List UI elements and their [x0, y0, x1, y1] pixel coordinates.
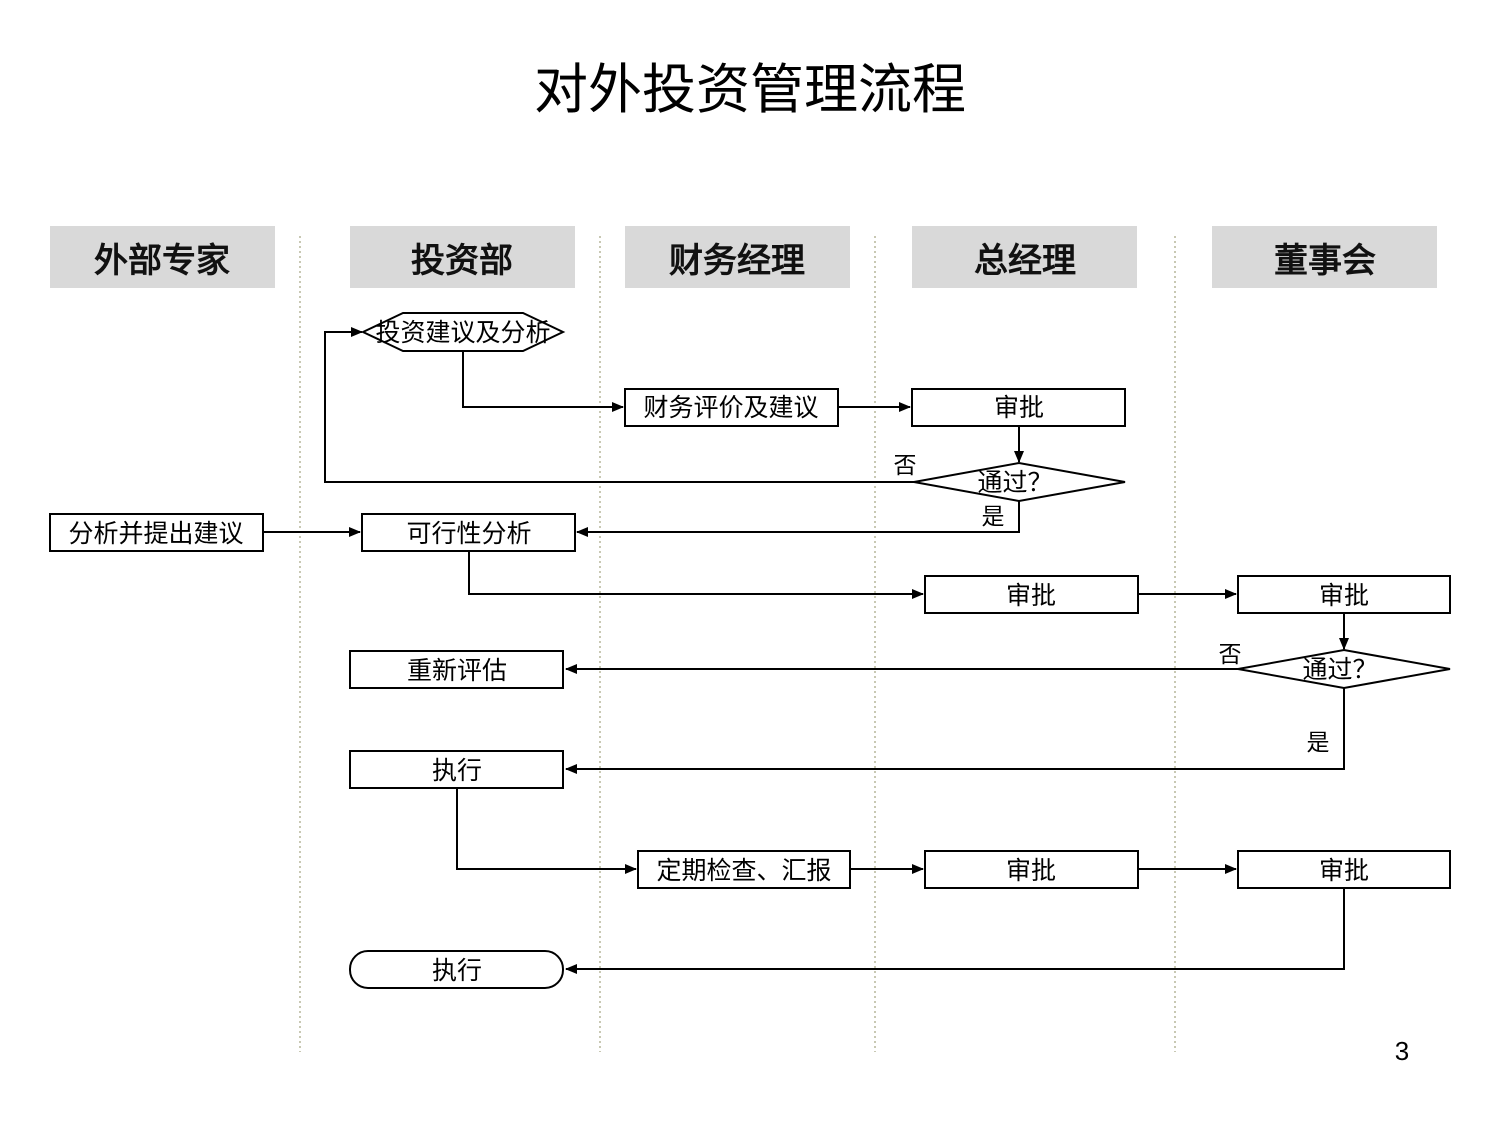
lane-label: 投资部 — [411, 241, 513, 281]
node-reevaluate: 重新评估 — [349, 650, 564, 689]
connectors — [263, 327, 1349, 974]
edge-decision2-yes — [565, 688, 1345, 774]
node-finance-evaluation: 财务评价及建议 — [624, 388, 839, 427]
lane-header-board: 董事会 — [1212, 226, 1437, 288]
node-feasibility-analysis: 可行性分析 — [361, 513, 576, 552]
edge-label-decision2-yes: 是 — [1307, 730, 1330, 756]
lane-label: 外部专家 — [94, 241, 230, 281]
node-label: 分析并提出建议 — [68, 519, 243, 548]
node-execute-end: 执行 — [349, 950, 564, 989]
node-gm-approval-2: 审批 — [924, 575, 1139, 614]
edge-proposal-to-finance — [462, 351, 624, 412]
node-execute: 执行 — [349, 750, 564, 789]
edge-board-to-end — [565, 888, 1345, 974]
node-expert-analysis: 分析并提出建议 — [49, 513, 264, 552]
edge-label-decision2-no: 否 — [1219, 642, 1242, 668]
node-label: 执行 — [432, 756, 482, 785]
node-label: 投资建议及分析 — [375, 318, 550, 347]
edge-decision1-no — [324, 327, 914, 483]
node-label: 重新评估 — [407, 656, 507, 685]
node-label: 财务评价及建议 — [643, 393, 818, 422]
edge-execute-to-check — [456, 788, 637, 874]
edge-label-decision1-yes: 是 — [982, 504, 1005, 530]
node-investment-proposal: 投资建议及分析 — [360, 312, 566, 352]
node-label: 定期检查、汇报 — [656, 856, 831, 885]
node-decision-2: 通过？ — [1237, 648, 1451, 690]
lane-label: 财务经理 — [669, 241, 805, 281]
node-label: 审批 — [1006, 856, 1056, 885]
lane-label: 董事会 — [1274, 241, 1376, 281]
node-gm-approval-3: 审批 — [924, 850, 1139, 889]
node-gm-approval-1: 审批 — [911, 388, 1126, 427]
node-label: 审批 — [994, 393, 1044, 422]
node-board-approval-1: 审批 — [1237, 575, 1451, 614]
node-label: 执行 — [432, 956, 482, 985]
node-label: 通过？ — [977, 468, 1052, 497]
node-board-approval-2: 审批 — [1237, 850, 1451, 889]
edge-label-decision1-no: 否 — [894, 453, 917, 479]
lane-label: 总经理 — [974, 241, 1076, 281]
edge-decision1-yes — [576, 500, 1020, 537]
node-label: 审批 — [1319, 856, 1369, 885]
node-label: 可行性分析 — [406, 519, 531, 548]
page-number: 3 — [1395, 1036, 1409, 1066]
lane-header-finance-manager: 财务经理 — [625, 226, 850, 288]
page-title: 对外投资管理流程 — [534, 58, 966, 121]
node-periodic-check: 定期检查、汇报 — [637, 850, 851, 889]
node-label: 审批 — [1006, 581, 1056, 610]
node-decision-1: 通过？ — [913, 461, 1126, 503]
lane-header-external-expert: 外部专家 — [50, 226, 275, 288]
lane-header-investment-dept: 投资部 — [350, 226, 575, 288]
node-label: 审批 — [1319, 581, 1369, 610]
lane-header-general-manager: 总经理 — [912, 226, 1137, 288]
node-label: 通过？ — [1302, 655, 1377, 684]
edge-feasibility-to-gm — [468, 550, 924, 599]
